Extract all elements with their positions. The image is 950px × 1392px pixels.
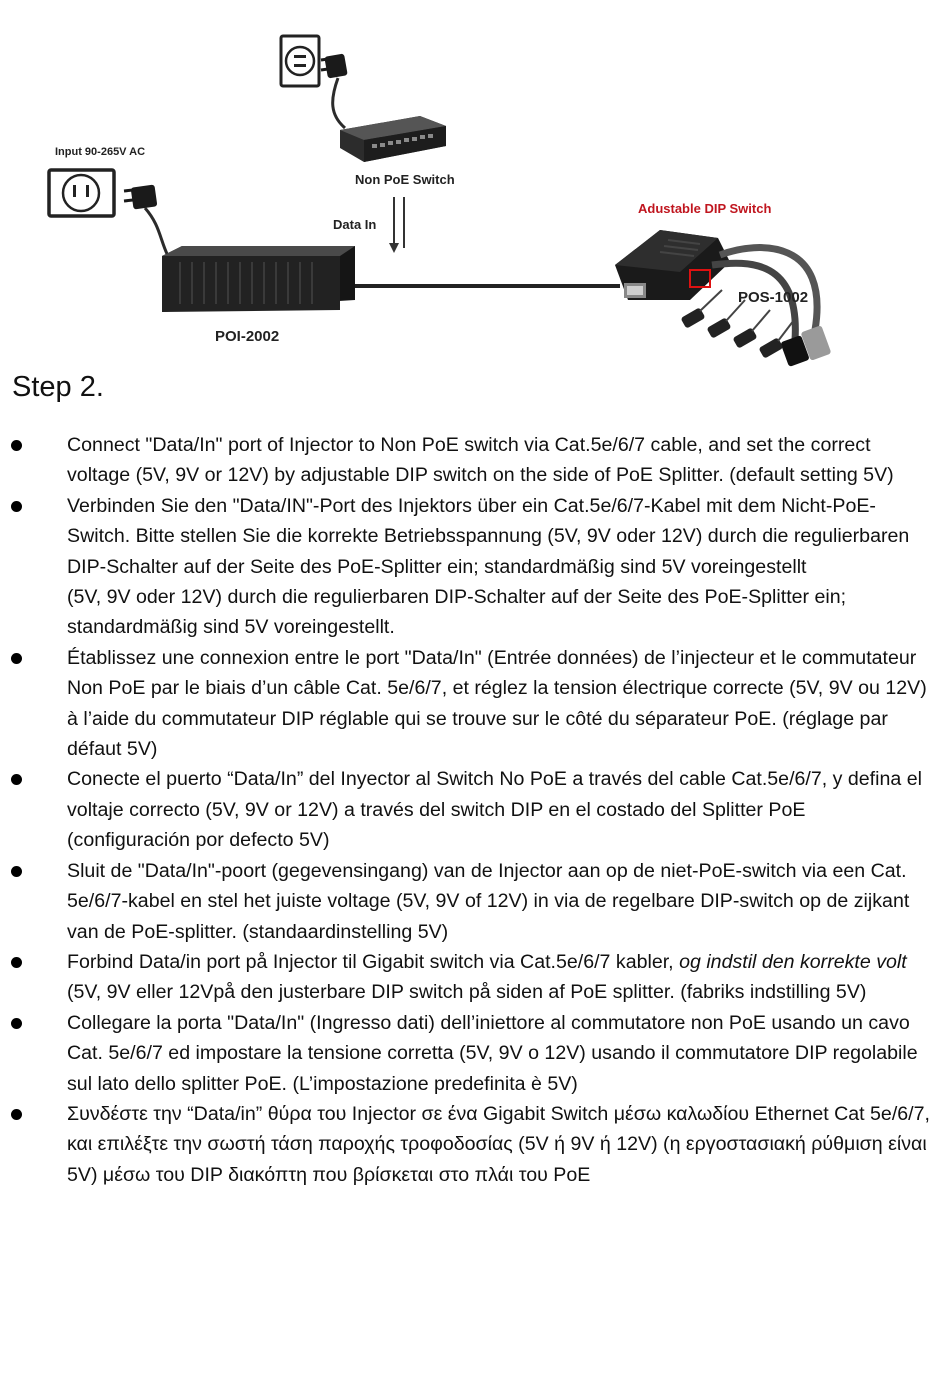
non-poe-switch-label: Non PoE Switch <box>355 172 455 187</box>
list-item-german: Verbinden Sie den "Data/IN"-Port des Inj… <box>0 491 930 643</box>
instruction-text-continued: (5V, 9V oder 12V) durch die regulierbare… <box>67 586 847 639</box>
instruction-text: Verbinden Sie den "Data/IN"-Port des Inj… <box>67 494 910 578</box>
top-wall-outlet-icon <box>279 34 321 88</box>
bullet-icon <box>11 774 22 786</box>
list-item-french: Établissez une connexion entre le port "… <box>0 643 930 765</box>
dip-switch-label: Adustable DIP Switch <box>638 201 771 216</box>
non-poe-switch-device <box>340 116 446 162</box>
bullet-icon <box>11 1108 22 1120</box>
list-item-dutch: Sluit de "Data/In"-poort (gegevensingang… <box>0 856 930 947</box>
injector-model-label: POI-2002 <box>215 328 279 345</box>
list-item-danish: Forbind Data/in port på Injector til Gig… <box>0 947 930 1008</box>
bullet-icon <box>11 865 22 877</box>
list-item-spanish: Conecte el puerto “Data/In” del Inyector… <box>0 764 930 855</box>
poe-injector-device <box>162 246 355 312</box>
list-item-greek: Συνδέστε την “Data/in” θύρα του Injector… <box>0 1099 930 1190</box>
bullet-icon <box>11 500 22 512</box>
input-voltage-label: Input 90-265V AC <box>55 146 145 158</box>
instruction-text: Συνδέστε την “Data/in” θύρα του Injector… <box>67 1102 930 1186</box>
poe-splitter-device <box>615 230 831 367</box>
data-in-label: Data In <box>333 217 376 232</box>
instruction-text-italic: og indstil den korrekte volt <box>679 950 907 973</box>
bullet-icon <box>11 1017 22 1029</box>
left-wall-outlet-icon <box>47 168 116 218</box>
dc-adapter-tips-icon <box>681 289 795 358</box>
splitter-model-label: POS-1002 <box>738 289 808 306</box>
data-in-arrow-icon <box>389 197 405 253</box>
instruction-text: Collegare la porta "Data/In" (Ingresso d… <box>67 1011 918 1095</box>
instruction-text: Connect "Data/In" port of Injector to No… <box>67 434 894 487</box>
step-title: Step 2. <box>12 371 104 403</box>
instruction-text-end: (5V, 9V eller 12Vpå den justerbare DIP s… <box>67 981 867 1004</box>
bullet-icon <box>11 440 22 451</box>
top-plug-icon <box>320 53 348 130</box>
connection-diagram: Non PoE Switch Data In Input 90-265V AC <box>47 34 831 367</box>
list-item-italian: Collegare la porta "Data/In" (Ingresso d… <box>0 1008 930 1099</box>
list-item-english: Connect "Data/In" port of Injector to No… <box>0 430 930 491</box>
instruction-text: Sluit de "Data/In"-poort (gegevensingang… <box>67 859 910 943</box>
instruction-text: Conecte el puerto “Data/In” del Inyector… <box>67 768 922 852</box>
bullet-icon <box>11 652 22 664</box>
instruction-list: Connect "Data/In" port of Injector to No… <box>0 430 930 1190</box>
bullet-icon <box>11 956 22 968</box>
instruction-text: Forbind Data/in port på Injector til Gig… <box>67 950 680 973</box>
instruction-text: Établissez une connexion entre le port "… <box>67 646 927 761</box>
left-plug-icon <box>123 184 170 257</box>
